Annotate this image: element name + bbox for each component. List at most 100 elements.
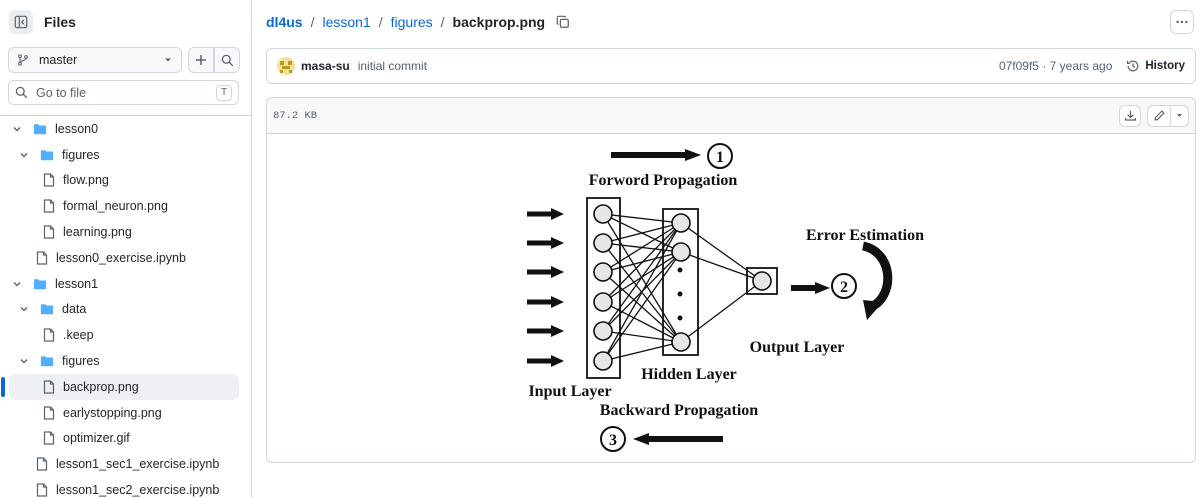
tree-item-label: formal_neuron.png — [63, 199, 168, 214]
file-icon — [43, 199, 55, 213]
collapse-sidebar-button[interactable] — [9, 10, 33, 34]
output-arrowhead — [815, 282, 830, 294]
download-icon — [1124, 110, 1136, 121]
edit-options-dropdown[interactable] — [1170, 104, 1188, 127]
go-to-file-field[interactable]: T — [8, 80, 239, 105]
tree-item-label: .keep — [63, 328, 94, 343]
file-header: dl4us / lesson1 / figures / backprop.png — [266, 0, 1200, 44]
hidden-neuron — [671, 242, 691, 262]
input-arrowhead — [551, 355, 564, 367]
connection-line — [602, 222, 682, 362]
history-button[interactable]: History — [1126, 59, 1185, 73]
sidebar-collapse-icon — [14, 15, 28, 29]
tree-file-item[interactable]: optimizer.gif — [0, 426, 251, 452]
copy-path-button[interactable] — [556, 15, 570, 29]
kebab-horizontal-icon — [1176, 20, 1188, 24]
connection-line — [680, 280, 763, 343]
file-actions — [1119, 104, 1189, 127]
input-arrows — [527, 208, 564, 367]
tree-file-item[interactable]: learning.png — [0, 219, 251, 245]
input-neuron — [593, 204, 613, 224]
tree-item-label: data — [62, 302, 87, 317]
chevron-down-icon[interactable] — [11, 279, 23, 289]
edit-file-button[interactable] — [1148, 105, 1170, 127]
commit-hash[interactable]: 07f09f5 — [998, 59, 1039, 73]
search-icon — [15, 86, 28, 99]
shortcut-key-badge: T — [216, 84, 232, 101]
sidebar-title: Files — [44, 14, 76, 30]
network-nodes — [593, 204, 772, 371]
chevron-down-icon[interactable] — [18, 356, 30, 366]
backward-arrowhead — [633, 433, 649, 445]
tree-folder-item[interactable]: lesson1 — [0, 271, 251, 297]
chevron-down-icon[interactable] — [18, 304, 30, 314]
output-neuron — [752, 271, 772, 291]
file-icon — [36, 457, 48, 471]
input-neuron — [593, 292, 613, 312]
more-options-button[interactable] — [1170, 10, 1194, 34]
add-file-button[interactable] — [188, 47, 214, 73]
tree-folder-item[interactable]: figures — [0, 348, 251, 374]
tree-file-item[interactable]: earlystopping.png — [0, 400, 251, 426]
tree-file-item[interactable]: backprop.png — [1, 373, 239, 400]
avatar[interactable] — [277, 57, 295, 75]
tree-file-item[interactable]: lesson0_exercise.ipynb — [0, 245, 251, 271]
hidden-layer-box — [662, 208, 699, 356]
file-size: 87.2 KB — [273, 109, 318, 122]
history-label: History — [1145, 60, 1185, 72]
file-viewer-header: 87.2 KB — [267, 98, 1195, 134]
breadcrumb-repo-link[interactable]: dl4us — [266, 14, 303, 30]
go-to-file-input[interactable] — [36, 85, 216, 100]
input-neuron — [593, 233, 613, 253]
tree-folder-item[interactable]: figures — [0, 142, 251, 168]
breadcrumb-lesson1-link[interactable]: lesson1 — [322, 14, 371, 30]
breadcrumb-figures-link[interactable]: figures — [390, 14, 433, 30]
tree-file-item[interactable]: lesson1_sec2_exercise.ipynb — [0, 477, 251, 498]
tree-file-item[interactable]: .keep — [0, 322, 251, 348]
hidden-neuron — [671, 332, 691, 352]
file-icon — [36, 251, 48, 265]
chevron-down-icon[interactable] — [11, 124, 23, 134]
backward-propagation-label: Backward Propagation — [600, 402, 758, 419]
input-arrowhead — [551, 296, 564, 308]
file-tree-sidebar: Files master T lesson0 figures flow.png for… — [0, 0, 252, 498]
git-branch-icon — [18, 54, 28, 66]
step-1-label: 1 — [716, 149, 724, 166]
commit-author[interactable]: masa-su — [301, 59, 350, 73]
folder-icon — [40, 303, 54, 315]
breadcrumb: dl4us / lesson1 / figures / backprop.png — [266, 14, 570, 30]
chevron-down-icon[interactable] — [18, 150, 30, 160]
step-2-label: 2 — [840, 279, 848, 296]
tree-item-label: figures — [62, 147, 100, 162]
branch-select-button[interactable]: master — [8, 47, 182, 73]
breadcrumb-current-file: backprop.png — [452, 14, 546, 30]
error-curve-arrowhead — [863, 300, 883, 320]
file-viewer: 87.2 KB 1 Forword Propagatio — [266, 97, 1196, 463]
pencil-icon — [1153, 110, 1165, 121]
tree-file-item[interactable]: lesson1_sec1_exercise.ipynb — [0, 451, 251, 477]
tree-folder-item[interactable]: lesson0 — [0, 116, 251, 142]
tree-file-item[interactable]: formal_neuron.png — [0, 193, 251, 219]
tree-item-label: lesson1_sec1_exercise.ipynb — [56, 457, 220, 472]
download-button[interactable] — [1119, 104, 1141, 127]
search-files-button[interactable] — [214, 47, 240, 73]
image-preview: 1 Forword Propagation 2 Error Estimation — [267, 134, 1195, 462]
tree-item-label: optimizer.gif — [63, 431, 130, 446]
forward-propagation-label: Forword Propagation — [589, 172, 738, 189]
tree-folder-item[interactable]: data — [0, 297, 251, 323]
plus-icon — [196, 55, 206, 65]
hidden-layer-label: Hidden Layer — [641, 366, 737, 383]
input-layer-label: Input Layer — [528, 383, 611, 400]
tree-file-item[interactable]: flow.png — [0, 168, 251, 194]
branch-name: master — [39, 53, 78, 67]
file-icon — [43, 406, 55, 420]
commit-message[interactable]: initial commit — [357, 59, 428, 73]
latest-commit-bar: masa-su initial commit 07f09f5 · 7 years… — [266, 48, 1196, 84]
connection-line — [602, 222, 682, 273]
connection-line — [602, 213, 682, 224]
tree-item-label: lesson0_exercise.ipynb — [56, 250, 186, 265]
input-arrowhead — [551, 208, 564, 220]
input-layer-box — [586, 197, 621, 379]
commit-meta: 07f09f5 · 7 years ago History — [999, 59, 1185, 73]
